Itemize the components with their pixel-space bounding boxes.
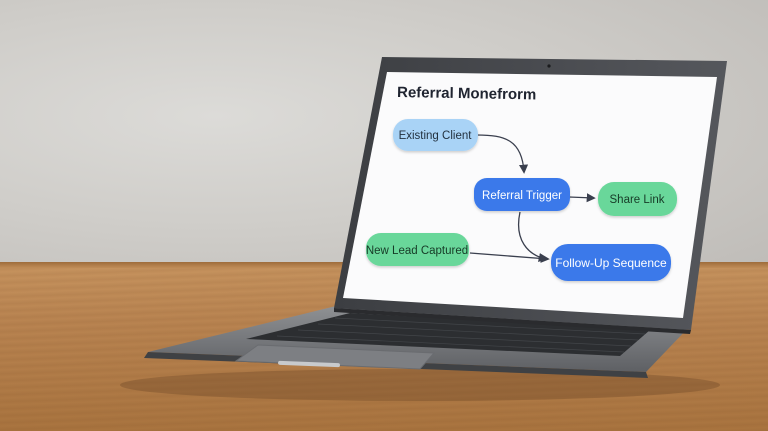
node-share-link[interactable]: Share Link <box>598 182 677 216</box>
laptop-hinge <box>334 308 691 334</box>
node-referral-trigger[interactable]: Referral Trigger <box>474 178 570 211</box>
flow-title: Referral Monefrorm <box>397 84 536 103</box>
arrow-lead-to-followup <box>469 252 550 263</box>
screen-content: Referral Monefrorm Existing Client Refer… <box>366 84 677 281</box>
node-existing-client-label: Existing Client <box>399 130 473 142</box>
arrow-client-to-trigger <box>476 134 529 174</box>
node-new-lead[interactable]: New Lead Captured <box>366 233 469 266</box>
camera-dot-icon <box>547 64 551 68</box>
node-existing-client[interactable]: Existing Client <box>393 119 478 151</box>
node-referral-trigger-label: Referral Trigger <box>482 190 562 202</box>
laptop-shadow <box>120 369 720 401</box>
keyboard <box>246 313 650 356</box>
node-follow-up-sequence-label: Follow-Up Sequence <box>555 256 667 270</box>
node-share-link-label: Share Link <box>610 194 665 206</box>
arrow-trigger-to-share <box>568 193 596 203</box>
front-notch <box>278 360 340 368</box>
node-new-lead-label: New Lead Captured <box>366 245 468 257</box>
keyboard-keys <box>276 317 646 353</box>
node-follow-up-sequence[interactable]: Follow-Up Sequence <box>551 244 671 281</box>
